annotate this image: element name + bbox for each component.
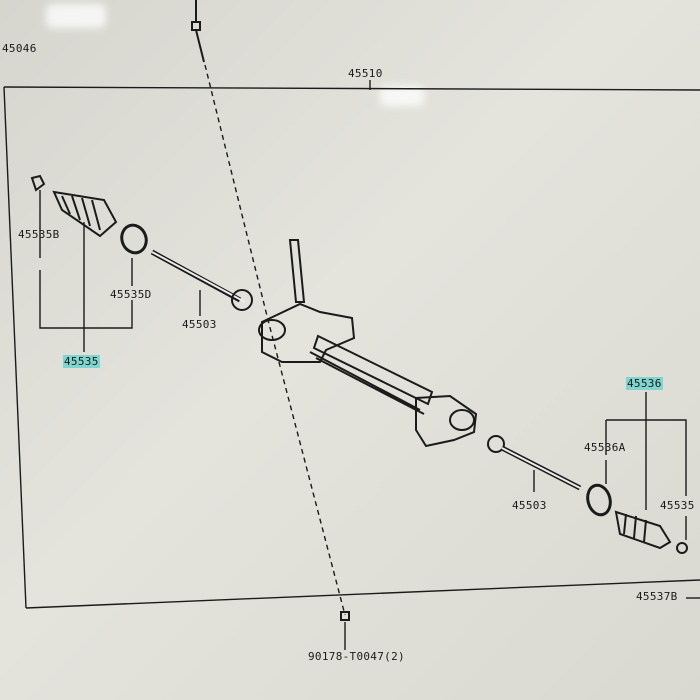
label-bolt: 90178-T0047(2) bbox=[308, 650, 405, 663]
label-left-boot-kit: 45535 bbox=[63, 355, 100, 368]
left-ring-icon bbox=[120, 223, 148, 255]
assembly-frame bbox=[3, 86, 27, 609]
top-bolt-icon bbox=[191, 0, 205, 63]
assembly-frame bbox=[25, 579, 700, 609]
left-tie-rod-end-icon bbox=[231, 289, 253, 311]
leader-line bbox=[605, 392, 687, 540]
right-tie-rod-icon bbox=[501, 447, 581, 489]
label-top-left-ref: 45046 bbox=[2, 42, 37, 55]
left-tie-rod-icon bbox=[151, 251, 246, 303]
leader-line bbox=[39, 190, 133, 352]
label-right-tie-rod: 45503 bbox=[512, 499, 547, 512]
right-clamp-icon bbox=[676, 542, 688, 554]
label-right-boot-ring: 45536A bbox=[584, 441, 626, 454]
label-right-bracket-ref: 45537B bbox=[636, 590, 678, 603]
left-boot-icon bbox=[52, 190, 118, 238]
label-assembly: 45510 bbox=[348, 67, 383, 80]
screen-glare bbox=[380, 86, 424, 106]
screen-glare bbox=[46, 4, 106, 28]
right-ring-icon bbox=[586, 483, 612, 517]
left-clamp-icon bbox=[30, 174, 46, 192]
right-boot-icon bbox=[614, 510, 672, 550]
bottom-bolt-icon bbox=[340, 611, 350, 621]
label-left-tie-rod: 45503 bbox=[182, 318, 217, 331]
label-left-boot-ring: 45535D bbox=[110, 288, 152, 301]
assembly-frame bbox=[3, 86, 700, 91]
label-right-boot-kit: 45536 bbox=[626, 377, 663, 390]
right-tie-rod-end-icon bbox=[487, 435, 505, 453]
label-left-boot-clamp: 45535B bbox=[18, 228, 60, 241]
label-right-boot-clamp: 45535 bbox=[660, 499, 695, 512]
steering-rack-icon bbox=[258, 239, 478, 448]
